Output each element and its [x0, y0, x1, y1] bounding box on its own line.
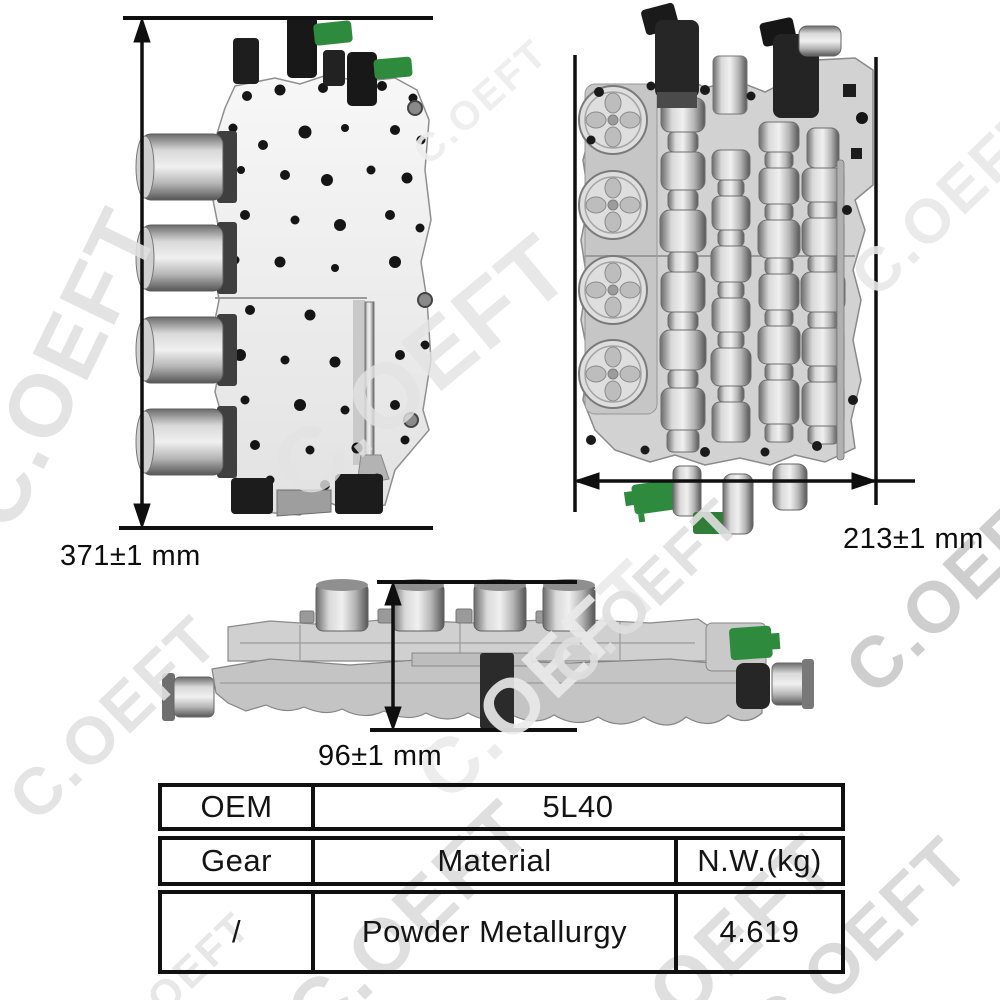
solenoid-cylinders — [315, 579, 596, 632]
right-fittings — [705, 622, 814, 709]
accumulator-disc — [578, 85, 648, 155]
solenoid — [135, 406, 237, 478]
spec-gear-label: Gear — [158, 836, 315, 886]
table-row-headers: Gear Material N.W.(kg) — [158, 836, 845, 886]
valve-body-top-view — [95, 0, 460, 545]
connector-stub — [287, 16, 317, 78]
green-connector — [313, 20, 353, 46]
solenoid — [655, 20, 699, 98]
left-pipe-flange — [162, 673, 215, 721]
accumulator-disc — [578, 339, 648, 409]
pipe-stub — [772, 463, 808, 511]
height-dimension-label: 371±1 mm — [60, 540, 201, 572]
connector-stub — [347, 52, 377, 106]
spec-oem-value: 5L40 — [311, 783, 845, 831]
green-connector — [373, 56, 413, 80]
solenoid — [135, 131, 237, 203]
valve-body-side-view — [150, 565, 830, 785]
top-solenoids — [641, 2, 842, 118]
dark-bracket — [480, 653, 514, 729]
spec-weight-value: 4.619 — [674, 890, 845, 974]
dark-pipe — [736, 663, 770, 709]
top-connectors — [233, 16, 413, 106]
valve-body-top-view-illustration — [119, 16, 433, 530]
pipe-stub — [722, 473, 754, 535]
width-dimension-label: 213±1 mm — [843, 523, 984, 555]
right-pipe-flange — [771, 662, 807, 706]
solenoid — [135, 314, 237, 386]
bolt-heads — [403, 100, 433, 428]
valve-body-bottom-view — [555, 0, 1000, 545]
width-dimension-line — [573, 55, 915, 512]
solenoid-bank — [135, 131, 237, 478]
height-dimension-line — [119, 16, 433, 530]
valve-train-columns — [659, 97, 846, 453]
depth-dimension-line — [370, 580, 577, 732]
solenoid — [473, 579, 527, 632]
accumulator-disc — [578, 170, 648, 240]
pipe-stub — [672, 465, 702, 517]
bolt-holes — [586, 81, 858, 457]
solenoid — [542, 579, 596, 632]
bottom-feet — [231, 474, 383, 517]
valve-body-plate — [212, 73, 432, 516]
valve-piston — [712, 55, 748, 115]
green-connector — [623, 479, 681, 523]
spec-material-value: Powder Metallurgy — [311, 890, 678, 974]
accumulator-discs — [578, 85, 648, 409]
green-connector — [729, 625, 781, 661]
table-row-oem: OEM 5L40 — [158, 783, 845, 831]
selector-rod — [836, 159, 845, 461]
valve-body-side-view-illustration — [162, 579, 814, 732]
bottom-fittings — [623, 463, 808, 535]
spec-oem-label: OEM — [158, 783, 315, 831]
valve-body-bottom-view-illustration — [573, 2, 915, 535]
depth-dimension-label: 96±1 mm — [318, 740, 443, 772]
manual-valve-rod — [364, 301, 375, 465]
table-row-values: / Powder Metallurgy 4.619 — [158, 890, 845, 974]
spec-weight-label: N.W.(kg) — [674, 836, 845, 886]
spec-material-label: Material — [311, 836, 678, 886]
solenoid — [135, 222, 237, 294]
accumulator-disc — [578, 255, 648, 325]
solenoid — [315, 579, 369, 632]
spec-gear-value: / — [158, 890, 315, 974]
green-connector — [693, 512, 727, 534]
spec-table: OEM 5L40 Gear Material N.W.(kg) / Powder… — [158, 783, 845, 974]
